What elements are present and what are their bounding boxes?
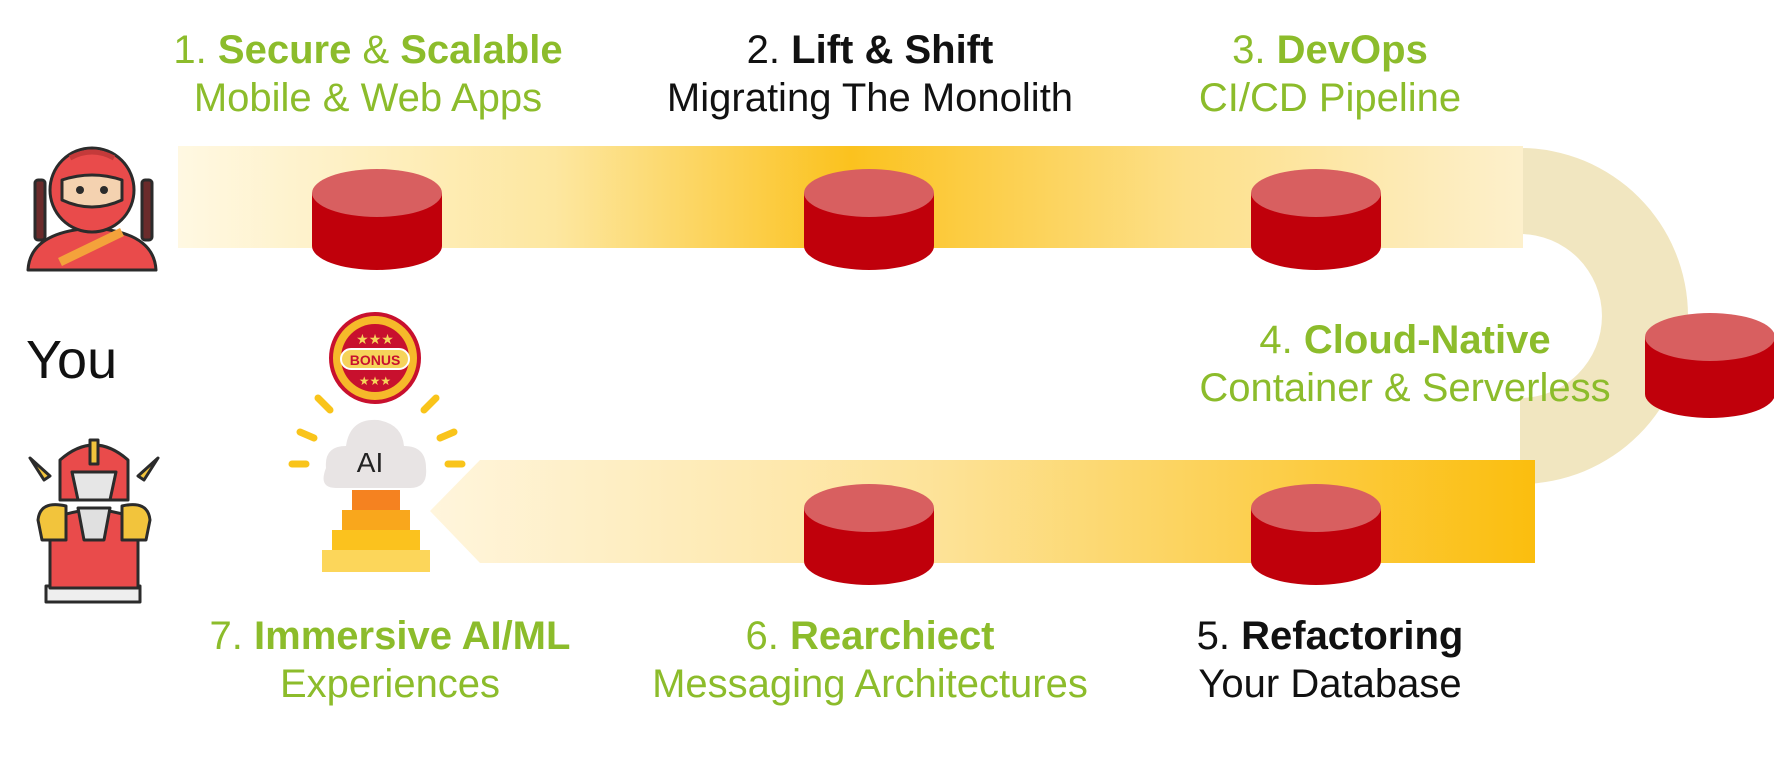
milestone-3	[1251, 169, 1381, 270]
svg-text:★★★: ★★★	[356, 331, 394, 347]
step-2-number: 2.	[746, 28, 781, 72]
step-2-title-text: Lift & Shift	[791, 28, 994, 72]
svg-text:BONUS: BONUS	[350, 352, 401, 368]
step-1-title-b: Scalable	[400, 28, 563, 72]
ninja-icon	[26, 146, 158, 272]
milestone-2	[804, 169, 934, 270]
step-1-number: 1.	[173, 28, 207, 72]
step-7-title: 7. Immersive AI/ML	[180, 612, 600, 660]
step-3-number: 3.	[1232, 28, 1266, 72]
step-5-title-text: Refactoring	[1241, 614, 1464, 658]
step-5-number: 5.	[1196, 614, 1230, 658]
ai-cloud-pyramid-icon: AI	[288, 394, 466, 572]
step-4-subtitle: Container & Serverless	[1199, 366, 1611, 410]
step-5-subtitle: Your Database	[1198, 662, 1462, 706]
step-2-subtitle: Migrating The Monolith	[666, 76, 1074, 120]
step-4-title-text: Cloud-Native	[1303, 318, 1551, 362]
step-1-subtitle: Mobile & Web Apps	[193, 76, 543, 120]
step-1-title: 1. Secure & Scalable	[148, 26, 588, 74]
step-2-title: 2. Lift & Shift	[620, 26, 1120, 74]
step-4-title: 4. Cloud-Native	[1180, 316, 1630, 364]
milestone-5	[1251, 484, 1381, 585]
step-3-title-text: DevOps	[1276, 28, 1428, 72]
svg-text:AI: AI	[357, 447, 383, 478]
step-1-title-a: Secure	[217, 28, 352, 72]
road-curve	[1520, 148, 1688, 484]
step-6-number: 6.	[745, 614, 779, 658]
milestone-1	[312, 169, 442, 270]
step-3-subtitle: CI/CD Pipeline	[1198, 76, 1462, 120]
step-6-subtitle: Messaging Architectures	[652, 662, 1088, 706]
milestone-4	[1645, 313, 1774, 418]
step-3-title: 3. DevOps	[1130, 26, 1530, 74]
step-7-subtitle: Experiences	[279, 662, 501, 706]
step-7-title-text: Immersive AI/ML	[254, 614, 571, 658]
milestone-6	[804, 484, 934, 585]
svg-text:★★★: ★★★	[359, 374, 391, 388]
step-6-title: 6. Rearchiect	[600, 612, 1140, 660]
step-5-title: 5. Refactoring	[1130, 612, 1530, 660]
you-label: You	[26, 330, 117, 390]
step-6-title-text: Rearchiect	[789, 614, 995, 658]
step-7-number: 7.	[209, 614, 243, 658]
bonus-badge-icon: BONUS ★★★ ★★★	[329, 312, 421, 404]
step-1-amp: &	[362, 28, 390, 72]
samurai-icon	[28, 438, 160, 604]
step-4-number: 4.	[1259, 318, 1293, 362]
